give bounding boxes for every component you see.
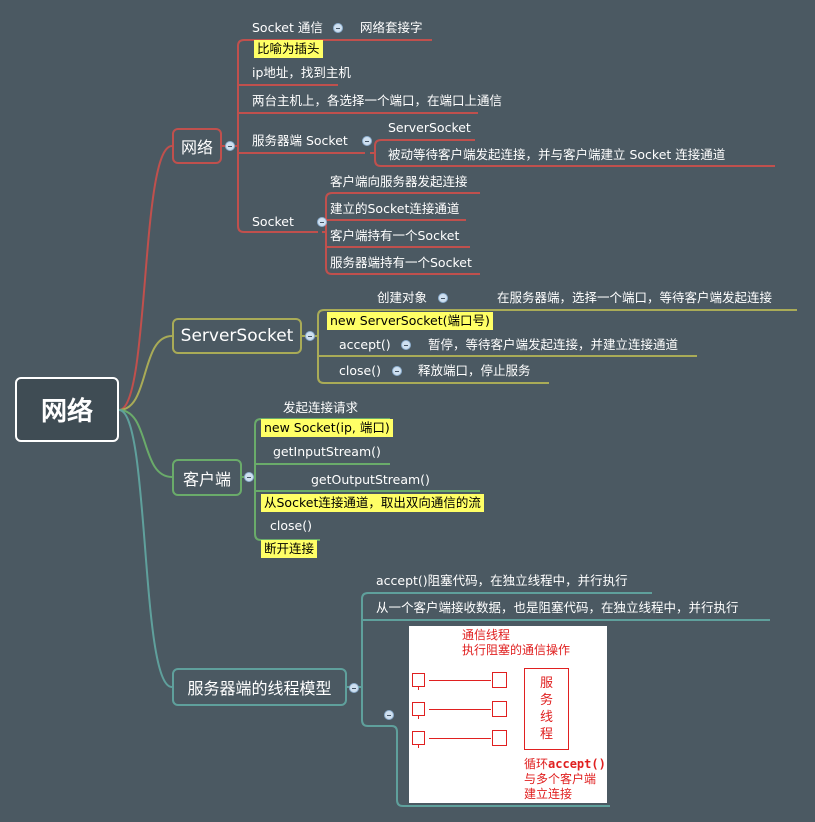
server-thread-char: 服 (539, 676, 553, 691)
connection-line (429, 709, 491, 710)
net-socket-child[interactable]: 客户端向服务器发起连接 (330, 174, 468, 189)
client-input[interactable]: getInputStream() (273, 444, 381, 459)
collapse-icon[interactable] (244, 472, 254, 482)
server-close[interactable]: close() (339, 363, 381, 378)
collapse-icon[interactable] (401, 340, 411, 350)
client-monitor-icon (412, 731, 425, 748)
root-node[interactable]: 网络 (15, 377, 119, 442)
caption-prefix: 循环 (524, 757, 549, 771)
client-connect[interactable]: 发起连接请求 (283, 400, 359, 415)
server-close-note[interactable]: 释放端口，停止服务 (418, 363, 531, 378)
net-node[interactable]: 网络 (172, 128, 222, 164)
caption-code: accept() (548, 757, 606, 771)
collapse-icon[interactable] (333, 23, 343, 33)
thread-model-node[interactable]: 服务器端的线程模型 (172, 668, 347, 706)
net-server-socket-child[interactable]: 被动等待客户端发起连接，并与客户端建立 Socket 连接通道 (388, 147, 726, 162)
serversocket-label: ServerSocket (180, 326, 294, 346)
collapse-icon[interactable] (362, 136, 372, 146)
net-socket-child[interactable]: 建立的Socket连接通道 (330, 201, 460, 216)
client-label: 客户端 (182, 469, 231, 489)
server-thread-char: 务 (539, 693, 553, 708)
thread-box-icon (492, 701, 507, 717)
client-output[interactable]: getOutputStream() (311, 472, 430, 487)
thread-model-label: 服务器端的线程模型 (187, 679, 332, 698)
collapse-icon[interactable] (225, 141, 235, 151)
net-socket[interactable]: Socket (252, 214, 294, 229)
collapse-icon[interactable] (438, 293, 448, 303)
server-thread-char: 线 (539, 710, 553, 725)
client-close[interactable]: close() (270, 518, 312, 533)
net-socket-comm-note[interactable]: 网络套接字 (360, 20, 423, 35)
server-accept[interactable]: accept() (339, 337, 391, 352)
thread-item[interactable]: accept()阻塞代码，在独立线程中，并行执行 (376, 573, 628, 588)
collapse-icon[interactable] (317, 217, 327, 227)
net-port[interactable]: 两台主机上，各选择一个端口，在端口上通信 (252, 93, 503, 108)
net-socket-child[interactable]: 客户端持有一个Socket (330, 228, 460, 243)
client-constructor-note: new Socket(ip, 端口) (261, 419, 393, 437)
collapse-icon[interactable] (392, 366, 402, 376)
client-monitor-icon (412, 673, 425, 690)
thread-model-image: 通信线程 执行阻塞的通信操作 服 务 线 程 循环accept() 与多个客户端… (409, 626, 607, 803)
collapse-icon[interactable] (305, 331, 315, 341)
image-caption-1: 循环accept() (524, 757, 606, 772)
server-thread-char: 程 (539, 727, 553, 742)
server-thread-box: 服 务 线 程 (524, 668, 569, 750)
collapse-icon[interactable] (384, 710, 394, 720)
net-label: 网络 (180, 138, 213, 157)
server-constructor-note: new ServerSocket(端口号) (327, 312, 493, 330)
server-create-note[interactable]: 在服务器端，选择一个端口，等待客户端发起连接 (497, 290, 773, 305)
client-close-note: 断开连接 (261, 540, 318, 558)
connection-line (429, 738, 491, 739)
image-subtitle: 执行阻塞的通信操作 (462, 643, 571, 657)
image-caption-2: 与多个客户端 (524, 772, 597, 786)
server-create[interactable]: 创建对象 (377, 290, 428, 305)
image-title: 通信线程 (462, 628, 511, 642)
client-streams-note: 从Socket连接通道，取出双向通信的流 (261, 494, 484, 512)
connection-line (429, 680, 491, 681)
net-socket-comm[interactable]: Socket 通信 (252, 20, 323, 35)
client-monitor-icon (412, 702, 425, 719)
client-node[interactable]: 客户端 (172, 459, 242, 496)
image-caption-3: 建立连接 (524, 787, 573, 801)
net-server-socket[interactable]: 服务器端 Socket (252, 133, 348, 148)
server-accept-note[interactable]: 暂停，等待客户端发起连接，并建立连接通道 (428, 337, 679, 352)
net-server-socket-child[interactable]: ServerSocket (388, 120, 471, 135)
net-socket-child[interactable]: 服务器端持有一个Socket (330, 255, 472, 270)
thread-box-icon (492, 672, 507, 688)
net-ip[interactable]: ip地址，找到主机 (252, 65, 351, 80)
serversocket-node[interactable]: ServerSocket (172, 318, 302, 354)
root-label: 网络 (40, 397, 93, 427)
net-metaphor-note: 比喻为插头 (254, 40, 323, 58)
thread-item[interactable]: 从一个客户端接收数据，也是阻塞代码，在独立线程中，并行执行 (376, 600, 739, 615)
collapse-icon[interactable] (349, 683, 359, 693)
thread-box-icon (492, 730, 507, 746)
